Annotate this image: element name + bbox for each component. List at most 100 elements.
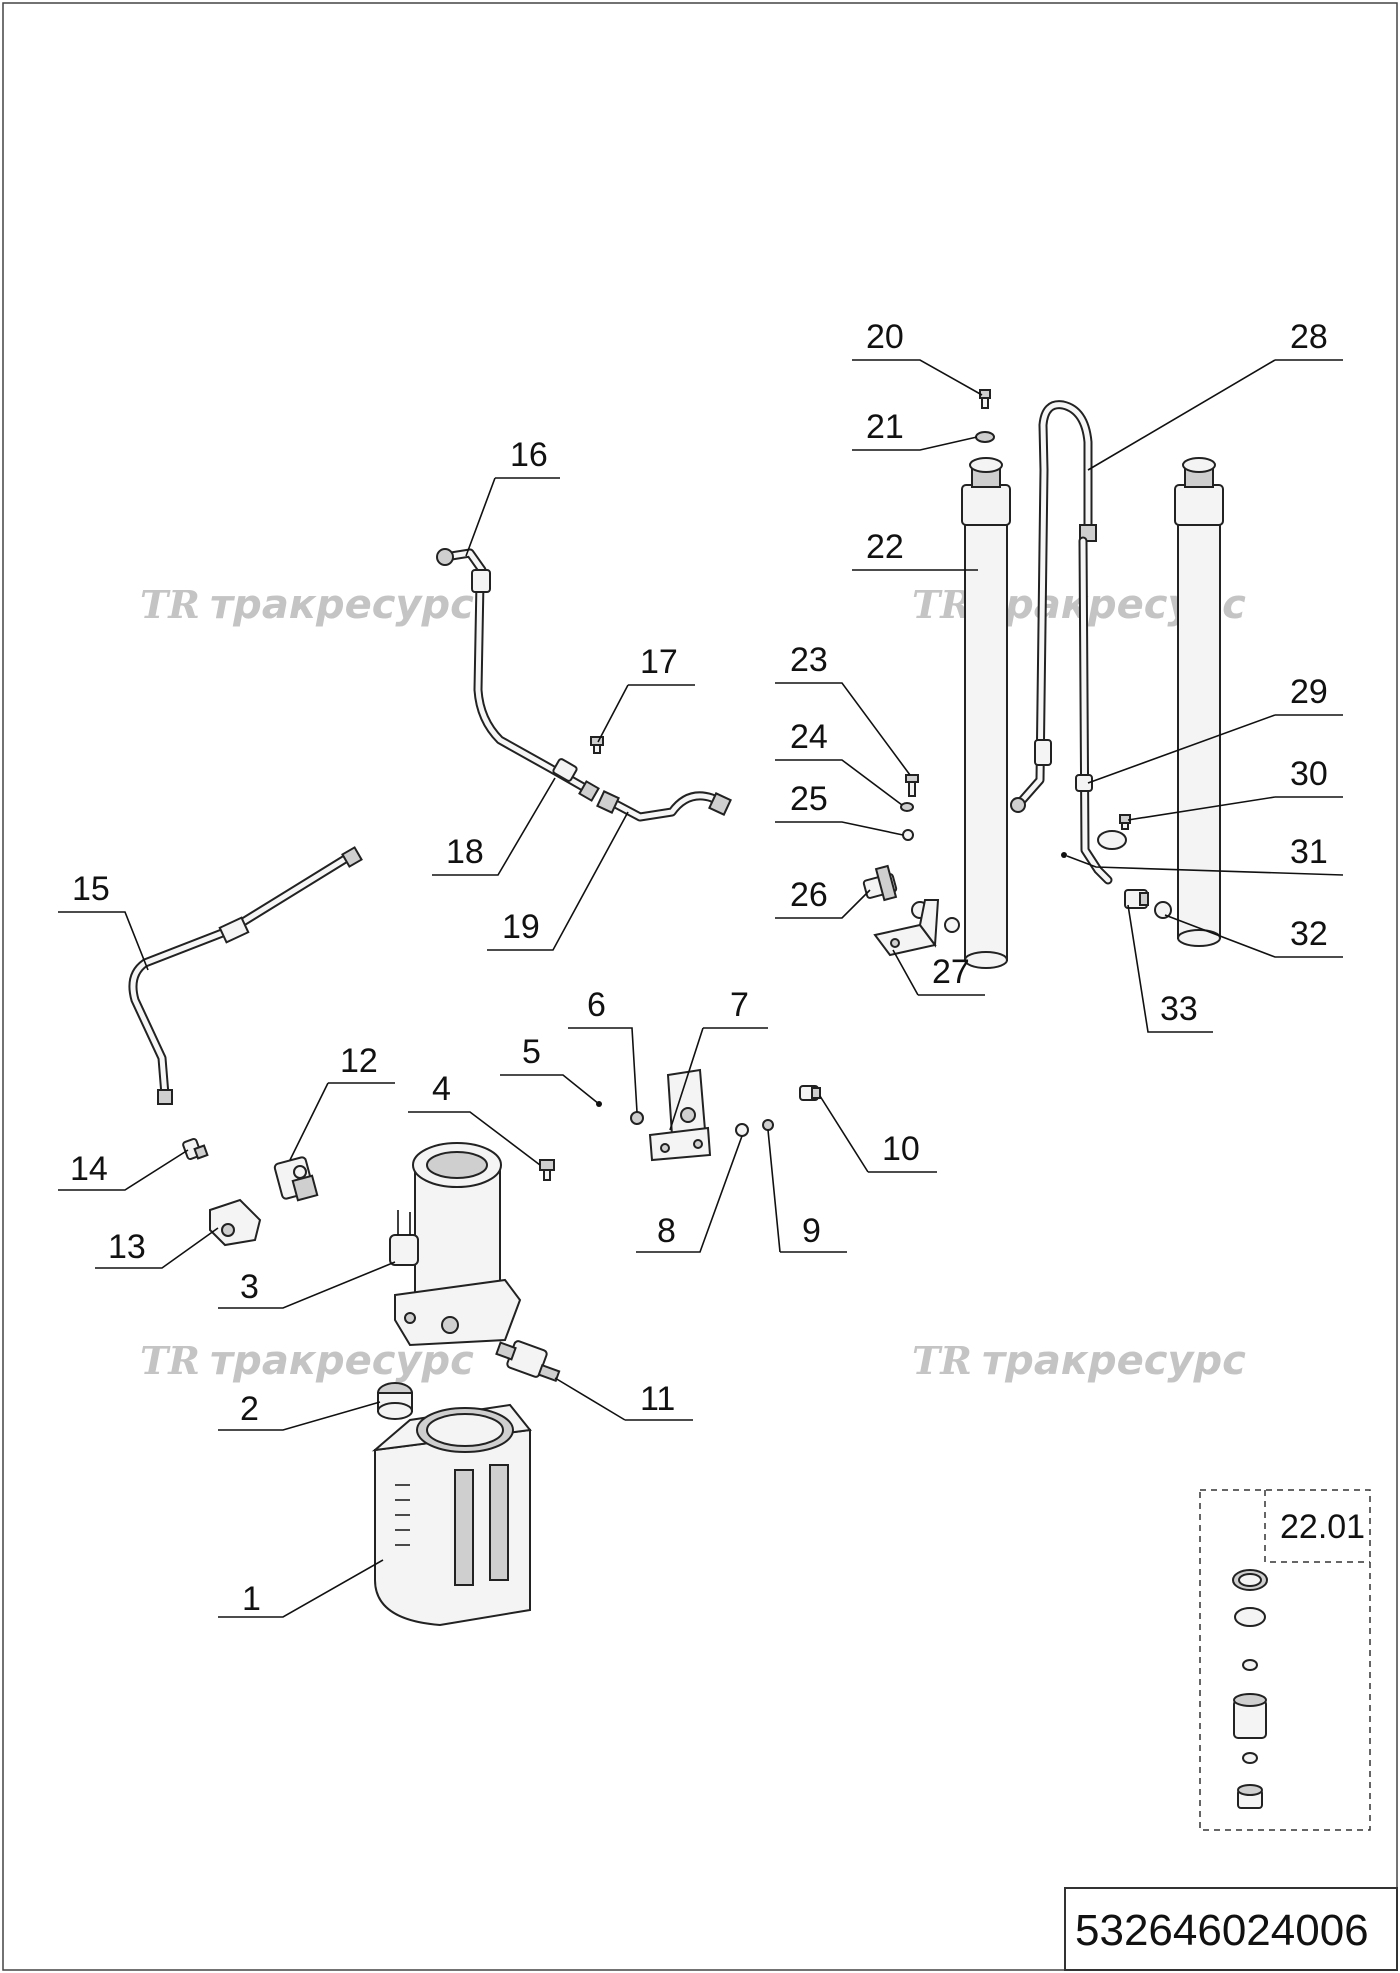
callout-9: 9 (767, 1129, 847, 1253)
callout-14: 14 (58, 1149, 189, 1191)
callout-label: 24 (790, 718, 828, 756)
callout-5: 5 (500, 1033, 600, 1105)
part-bolt (905, 774, 919, 797)
part-adapter-fitting (1124, 889, 1149, 909)
callout-27: 27 (892, 949, 985, 996)
callout-12: 12 (289, 1042, 395, 1161)
part-block (209, 1198, 262, 1247)
callout-label: 28 (1290, 318, 1328, 356)
callout-21: 21 (852, 408, 978, 451)
callout-25: 25 (775, 780, 904, 836)
callout-24: 24 (775, 718, 903, 806)
callout-label: 3 (240, 1268, 259, 1306)
watermark-text: тракресурс (210, 582, 474, 628)
callout-label: 4 (432, 1070, 451, 1108)
callout-23: 23 (775, 641, 911, 776)
callout-label: 25 (790, 780, 828, 818)
watermark: TR тракресурс (140, 1338, 474, 1384)
callout-13: 13 (95, 1227, 219, 1269)
callout-29: 29 (1087, 673, 1343, 784)
callout-label: 14 (70, 1150, 108, 1188)
callout-label: 6 (587, 986, 606, 1024)
callout-label: 29 (1290, 673, 1328, 711)
callout-label: 30 (1290, 755, 1328, 793)
callout-16: 16 (465, 436, 560, 557)
callout-32: 32 (1164, 914, 1343, 958)
part-cable (128, 846, 363, 1105)
callout-label: 2 (240, 1390, 259, 1428)
callout-7: 7 (669, 986, 768, 1131)
callout-label: 8 (657, 1212, 676, 1250)
watermark-text: тракресурс (982, 1338, 1246, 1384)
watermark-logo: TR (140, 1338, 200, 1383)
watermark: TR тракресурс (140, 582, 474, 628)
callout-label: 32 (1290, 915, 1328, 953)
part-washer (975, 431, 995, 443)
part-screw (590, 736, 604, 754)
callout-label: 10 (882, 1130, 920, 1168)
part-lift-cylinder (961, 457, 1011, 969)
callout-label: 27 (932, 953, 970, 991)
part-connector (182, 1137, 209, 1161)
part-hose (1010, 400, 1097, 813)
part-pressure-switch (273, 1156, 319, 1202)
callout-10: 10 (819, 1095, 937, 1173)
part-seal-ring (1154, 901, 1172, 919)
seal-kit-label: 22.01 (1280, 1508, 1365, 1546)
callout-label: 5 (522, 1033, 541, 1071)
part-bracket (873, 899, 940, 957)
callout-label: 17 (640, 643, 678, 681)
callout-20: 20 (852, 318, 983, 396)
callout-label: 9 (802, 1212, 821, 1250)
callout-label: 7 (730, 986, 749, 1024)
callout-3: 3 (218, 1261, 396, 1309)
callout-19: 19 (487, 811, 629, 951)
callout-1: 1 (218, 1559, 384, 1618)
callout-label: 21 (866, 408, 904, 446)
watermark-text: тракресурс (210, 1338, 474, 1384)
callout-8: 8 (636, 1135, 743, 1253)
callout-4: 4 (408, 1070, 541, 1166)
part-pressure-pipe (1075, 536, 1113, 885)
callout-label: 12 (340, 1042, 378, 1080)
part-seal-ring (902, 829, 914, 841)
callout-2: 2 (218, 1390, 381, 1431)
callout-label: 13 (108, 1228, 146, 1266)
callout-22: 22 (852, 528, 978, 571)
part-pressure-pipe (596, 790, 732, 822)
part-seal-ring (762, 1119, 774, 1131)
callout-6: 6 (568, 986, 638, 1113)
part-filler-cap (377, 1382, 413, 1420)
part-tee-fitting (862, 864, 960, 933)
callout-label: 19 (502, 908, 540, 946)
callout-15: 15 (58, 870, 149, 971)
seal-kit-detail (1199, 1489, 1371, 1831)
callout-label: 1 (242, 1580, 261, 1618)
part-electric-motor (389, 1142, 522, 1347)
callout-30: 30 (1127, 755, 1343, 821)
callout-28: 28 (1087, 318, 1343, 471)
callout-33: 33 (1127, 904, 1213, 1033)
callout-label: 11 (640, 1380, 675, 1418)
callout-label: 26 (790, 876, 828, 914)
watermark-logo: TR (912, 1338, 972, 1383)
part-washer (900, 802, 914, 812)
part-bolt (539, 1159, 555, 1181)
callout-18: 18 (432, 777, 556, 876)
part-hose-clamp (1061, 830, 1127, 858)
callout-label: 22 (866, 528, 904, 566)
callout-label: 31 (1290, 833, 1328, 871)
part-valve (495, 1340, 561, 1383)
watermark-logo: TR (912, 582, 972, 627)
callout-label: 20 (866, 318, 904, 356)
callout-label: 33 (1160, 990, 1198, 1028)
part-seal-ring (735, 1123, 749, 1137)
part-bracket (648, 1068, 712, 1162)
callout-label: 15 (72, 870, 110, 908)
part-nut (630, 1111, 644, 1125)
callout-label: 16 (510, 436, 548, 474)
part-screw (979, 389, 991, 409)
drawing-number: 532646024006 (1075, 1906, 1369, 1955)
